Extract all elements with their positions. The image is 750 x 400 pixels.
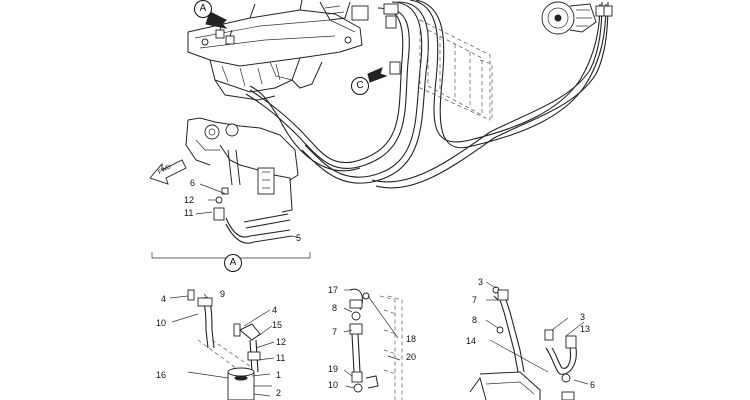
part-label-18: 18 xyxy=(406,334,417,344)
receiver-drier-assembly xyxy=(187,289,272,400)
part-label-6: 6 xyxy=(190,178,196,188)
part-label-7r: 7 xyxy=(472,295,478,305)
part-label-8m: 8 xyxy=(332,303,338,313)
bottom-leaders xyxy=(169,281,569,389)
part-label-20: 20 xyxy=(406,352,417,362)
detail-marker-c-top: C xyxy=(351,77,369,95)
part-label-3a: 3 xyxy=(478,277,484,287)
part-label-12: 12 xyxy=(184,195,195,205)
part-label-11b: 11 xyxy=(276,353,286,363)
part-label-9: 9 xyxy=(220,289,226,299)
part-label-4b: 4 xyxy=(272,305,278,315)
part-label-7m: 7 xyxy=(332,327,338,337)
part-label-14: 14 xyxy=(466,336,477,346)
condenser-outline xyxy=(419,19,493,121)
pointer-arrows xyxy=(205,11,388,83)
part-label-16: 16 xyxy=(156,370,167,380)
compressor-line-assembly xyxy=(469,286,589,400)
part-label-6r: 6 xyxy=(590,380,596,390)
part-label-5: 5 xyxy=(296,233,302,243)
detail-a-leaders xyxy=(195,183,301,239)
part-label-11: 11 xyxy=(184,208,194,218)
part-label-12b: 12 xyxy=(276,337,287,347)
part-label-17: 17 xyxy=(328,285,339,295)
part-label-19: 19 xyxy=(328,364,339,374)
compressor xyxy=(541,1,597,35)
fwd-arrow-icon xyxy=(149,159,187,185)
part-label-15: 15 xyxy=(272,320,283,330)
hvac-unit-assembly xyxy=(187,0,369,101)
part-label-1: 1 xyxy=(276,370,282,380)
part-label-2: 2 xyxy=(276,388,282,398)
part-label-4a: 4 xyxy=(161,294,167,304)
part-label-10m: 10 xyxy=(328,380,339,390)
hose-end-fittings xyxy=(383,3,613,75)
detail-marker-a-section: A xyxy=(224,254,242,272)
part-label-3b: 3 xyxy=(580,312,586,322)
part-label-8r: 8 xyxy=(472,315,478,325)
condenser-line-assembly xyxy=(349,288,403,400)
main-hose-bundle xyxy=(245,0,609,189)
part-label-13: 13 xyxy=(580,324,591,334)
part-label-10b: 10 xyxy=(156,318,167,328)
detail-marker-a-top: A xyxy=(194,0,212,18)
detail-a-engine-view xyxy=(185,117,299,244)
